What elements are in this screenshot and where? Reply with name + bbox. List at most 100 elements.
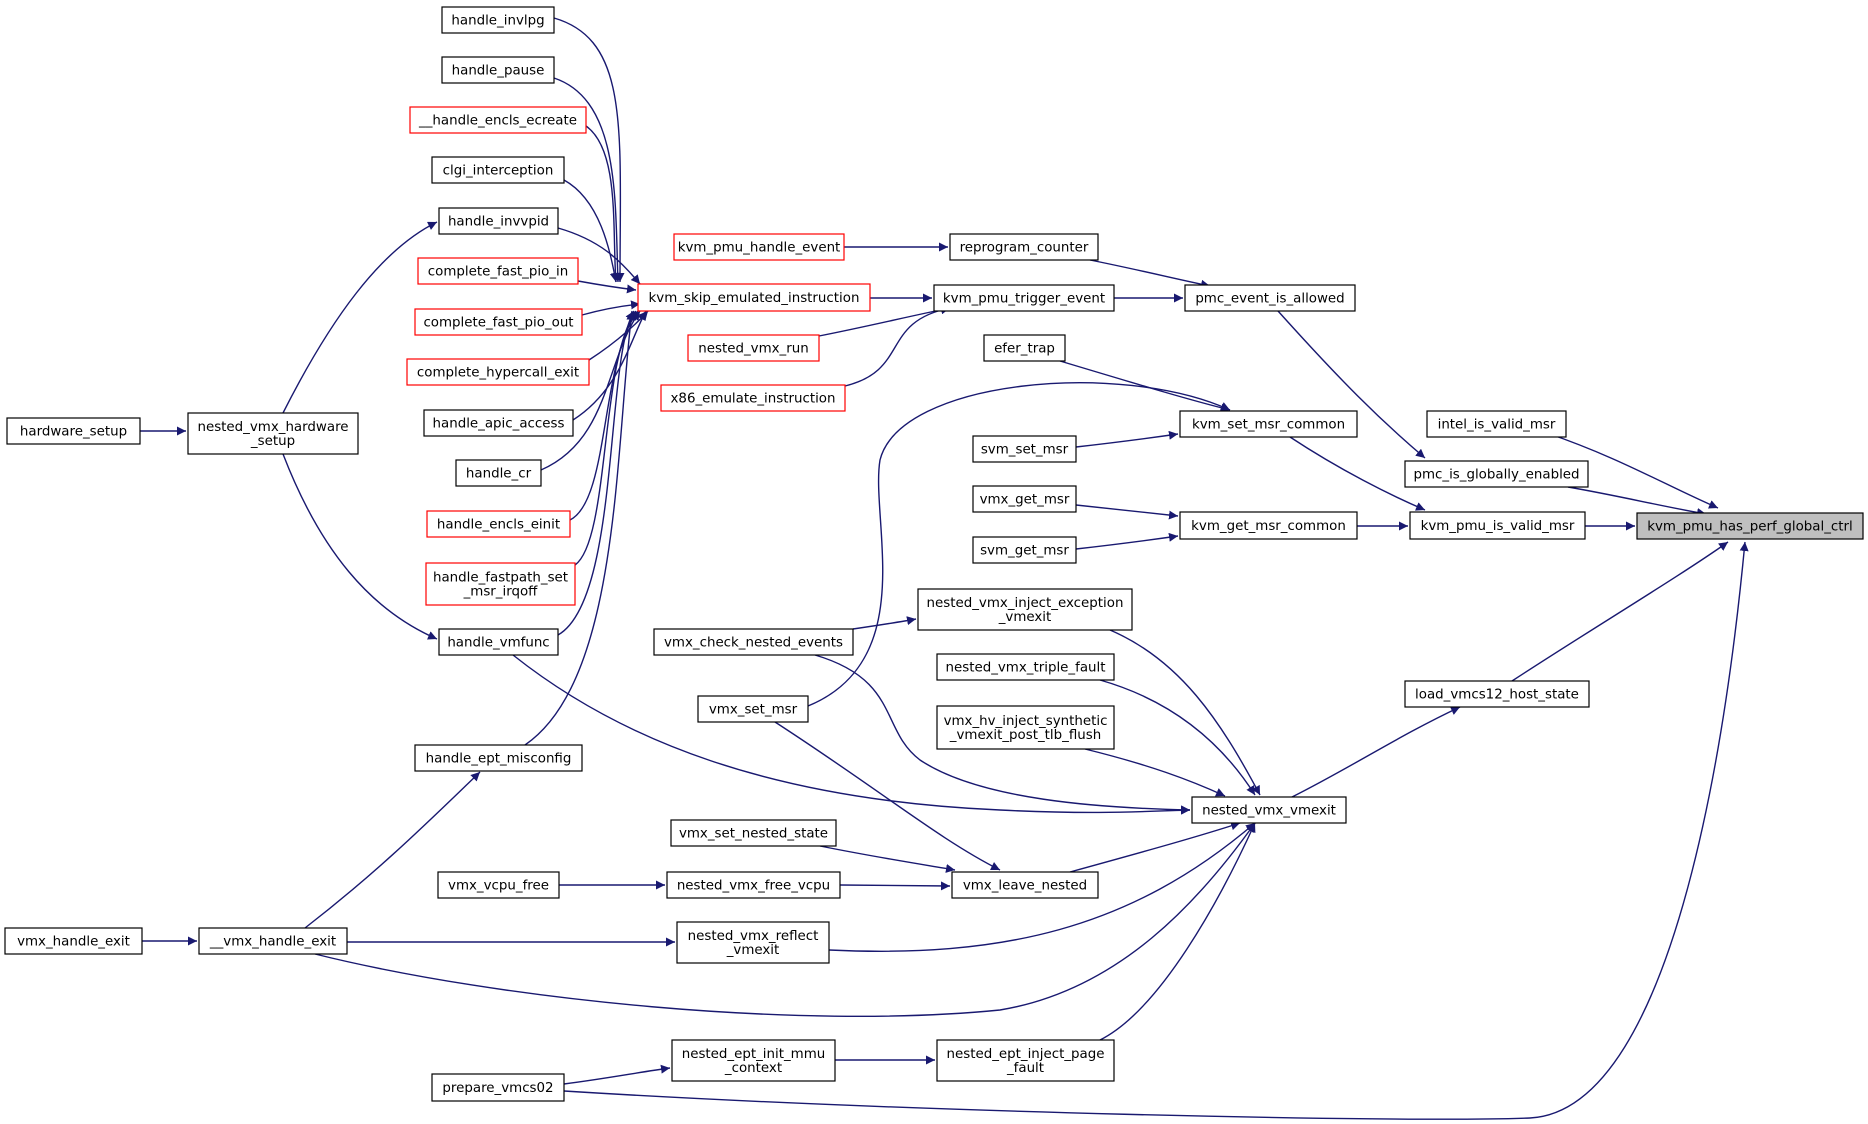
node-pmc_is_globally_enabled[interactable]: pmc_is_globally_enabled xyxy=(1404,460,1589,488)
node-kvm_set_msr_common[interactable]: kvm_set_msr_common xyxy=(1179,410,1358,438)
node-complete_fast_pio_in[interactable]: complete_fast_pio_in xyxy=(417,257,579,285)
node-label: vmx_handle_exit xyxy=(17,935,130,950)
edge-vmx_set_msr-to-kvm_set_msr_common xyxy=(807,382,1231,707)
node-svm_get_msr[interactable]: svm_get_msr xyxy=(972,536,1077,564)
node-kvm_pmu_trigger_event[interactable]: kvm_pmu_trigger_event xyxy=(933,284,1115,312)
node-svm_set_msr[interactable]: svm_set_msr xyxy=(972,435,1077,463)
node-handle_apic_access[interactable]: handle_apic_access xyxy=(423,409,574,437)
node-label: clgi_interception xyxy=(443,164,554,179)
node-label: kvm_pmu_is_valid_msr xyxy=(1421,519,1575,534)
node-vmx_set_msr[interactable]: vmx_set_msr xyxy=(697,695,809,723)
node-label: _context xyxy=(724,1061,782,1076)
edge-nested_vmx_run-to-kvm_pmu_trigger_event xyxy=(818,305,951,337)
node-kvm_pmu_is_valid_msr[interactable]: kvm_pmu_is_valid_msr xyxy=(1409,511,1586,540)
node-box xyxy=(409,106,587,134)
edge-complete_fast_pio_in-to-kvm_skip_emulated_instruction xyxy=(577,280,637,294)
node-clgi_interception[interactable]: clgi_interception xyxy=(431,156,565,184)
node-box xyxy=(406,358,590,386)
node-vmx_set_nested_state[interactable]: vmx_set_nested_state xyxy=(670,819,837,847)
node-nested_vmx_run[interactable]: nested_vmx_run xyxy=(687,334,820,362)
node-label: svm_set_msr xyxy=(981,443,1069,458)
edge-intel_is_valid_msr-to-kvm_pmu_has_perf_global_ctrl xyxy=(1546,432,1719,509)
node-kvm_get_msr_common[interactable]: kvm_get_msr_common xyxy=(1179,511,1358,540)
node-label: handle_invvpid xyxy=(448,215,549,230)
node-vmx_vcpu_free[interactable]: vmx_vcpu_free xyxy=(437,871,560,899)
node-handle_vmfunc[interactable]: handle_vmfunc xyxy=(438,628,559,656)
node-nested_vmx_vmexit[interactable]: nested_vmx_vmexit xyxy=(1191,796,1347,824)
edge-nested_vmx_hardware_setup-to-handle_invvpid xyxy=(282,221,438,414)
node-handle_invvpid[interactable]: handle_invvpid xyxy=(438,207,559,235)
node-intel_is_valid_msr[interactable]: intel_is_valid_msr xyxy=(1426,410,1567,438)
node-handle_cr[interactable]: handle_cr xyxy=(455,459,542,487)
node-label: nested_vmx_triple_fault xyxy=(946,661,1106,676)
node-label: kvm_skip_emulated_instruction xyxy=(649,291,860,306)
edge-prepare_vmcs02-to-nested_ept_init_mmu_context xyxy=(563,1064,671,1085)
node-handle_invlpg[interactable]: handle_invlpg xyxy=(441,6,555,34)
node-label: nested_vmx_vmexit xyxy=(1202,804,1336,819)
node-kvm_skip_emulated_instruction[interactable]: kvm_skip_emulated_instruction xyxy=(637,283,871,312)
node-prepare_vmcs02[interactable]: prepare_vmcs02 xyxy=(431,1073,565,1102)
node-vmx_handle_exit[interactable]: vmx_handle_exit xyxy=(4,927,143,955)
node-handle_fastpath_set_msr_irqoff[interactable]: handle_fastpath_set_msr_irqoff xyxy=(425,562,576,606)
node-handle_ept_misconfig[interactable]: handle_ept_misconfig xyxy=(414,744,583,772)
node-box xyxy=(936,705,1115,750)
node-box xyxy=(936,653,1115,681)
edge-reprogram_counter-to-pmc_event_is_allowed xyxy=(1089,259,1211,289)
node-complete_hypercall_exit[interactable]: complete_hypercall_exit xyxy=(406,358,590,386)
node-nested_vmx_triple_fault[interactable]: nested_vmx_triple_fault xyxy=(936,653,1115,681)
node-box xyxy=(1409,511,1586,540)
node-reprogram_counter[interactable]: reprogram_counter xyxy=(949,233,1099,261)
node-pmc_event_is_allowed[interactable]: pmc_event_is_allowed xyxy=(1184,284,1356,312)
edge-__vmx_handle_exit-to-handle_ept_misconfig xyxy=(304,771,481,929)
edge-svm_get_msr-to-kvm_get_msr_common xyxy=(1075,532,1179,550)
node-nested_vmx_inject_exception_vmexit[interactable]: nested_vmx_inject_exception_vmexit xyxy=(917,588,1133,631)
node-handle_encls_einit[interactable]: handle_encls_einit xyxy=(426,510,571,538)
node-box xyxy=(423,409,574,437)
node-label: vmx_vcpu_free xyxy=(448,879,549,894)
node-complete_fast_pio_out[interactable]: complete_fast_pio_out xyxy=(414,308,583,336)
node-label: _vmexit xyxy=(726,943,780,958)
node-label: intel_is_valid_msr xyxy=(1438,418,1556,433)
node-efer_trap[interactable]: efer_trap xyxy=(983,334,1066,362)
node-vmx_hv_inject_synthetic_vmexit_post_tlb_flush[interactable]: vmx_hv_inject_synthetic_vmexit_post_tlb_… xyxy=(936,705,1115,750)
node-x86_emulate_instruction[interactable]: x86_emulate_instruction xyxy=(660,384,846,412)
node-nested_ept_init_mmu_context[interactable]: nested_ept_init_mmu_context xyxy=(671,1039,836,1082)
node-nested_vmx_reflect_vmexit[interactable]: nested_vmx_reflect_vmexit xyxy=(676,921,830,964)
node-box xyxy=(917,588,1133,631)
node-label: __vmx_handle_exit xyxy=(209,935,336,950)
edge-x86_emulate_instruction-to-kvm_pmu_trigger_event xyxy=(844,305,951,387)
node-box xyxy=(676,921,830,964)
edge-handle_pause-to-kvm_skip_emulated_instruction xyxy=(553,77,623,283)
edge-handle_ept_misconfig-to-kvm_skip_emulated_instruction xyxy=(524,310,636,746)
node-vmx_get_msr[interactable]: vmx_get_msr xyxy=(972,485,1077,513)
node-box xyxy=(417,257,579,285)
node-nested_ept_inject_page_fault[interactable]: nested_ept_inject_page_fault xyxy=(936,1039,1115,1082)
node-kvm_pmu_handle_event[interactable]: kvm_pmu_handle_event xyxy=(673,233,845,261)
node-vmx_leave_nested[interactable]: vmx_leave_nested xyxy=(951,871,1099,899)
node-hardware_setup[interactable]: hardware_setup xyxy=(6,417,141,445)
node-nested_vmx_free_vcpu[interactable]: nested_vmx_free_vcpu xyxy=(666,871,841,899)
node-box xyxy=(437,871,560,899)
node-label: nested_vmx_reflect xyxy=(688,929,819,944)
node-label: _fault xyxy=(1006,1061,1044,1076)
node-label: _setup xyxy=(250,434,295,449)
node-label: nested_vmx_run xyxy=(698,342,808,357)
edge-nested_ept_inject_page_fault-to-nested_vmx_vmexit xyxy=(1099,822,1256,1041)
node-box xyxy=(673,233,845,261)
node-label: nested_vmx_inject_exception xyxy=(927,596,1124,611)
node-box xyxy=(1184,284,1356,312)
node-nested_vmx_hardware_setup[interactable]: nested_vmx_hardware_setup xyxy=(187,412,359,455)
node-load_vmcs12_host_state[interactable]: load_vmcs12_host_state xyxy=(1404,680,1590,708)
node-label: kvm_pmu_trigger_event xyxy=(943,292,1105,307)
edge-complete_fast_pio_out-to-kvm_skip_emulated_instruction xyxy=(581,300,641,316)
edge-nested_vmx_inject_exception_vmexit-to-nested_vmx_vmexit xyxy=(1109,629,1261,796)
edge-efer_trap-to-kvm_set_msr_common xyxy=(1059,360,1231,413)
node-box xyxy=(660,384,846,412)
node-label: handle_apic_access xyxy=(433,417,565,432)
node-__vmx_handle_exit[interactable]: __vmx_handle_exit xyxy=(198,927,348,955)
node-kvm_pmu_has_perf_global_ctrl[interactable]: kvm_pmu_has_perf_global_ctrl xyxy=(1636,512,1864,540)
node-handle_pause[interactable]: handle_pause xyxy=(441,56,555,84)
node-__handle_encls_ecreate[interactable]: __handle_encls_ecreate xyxy=(409,106,587,134)
node-box xyxy=(6,417,141,445)
node-vmx_check_nested_events[interactable]: vmx_check_nested_events xyxy=(653,628,854,656)
